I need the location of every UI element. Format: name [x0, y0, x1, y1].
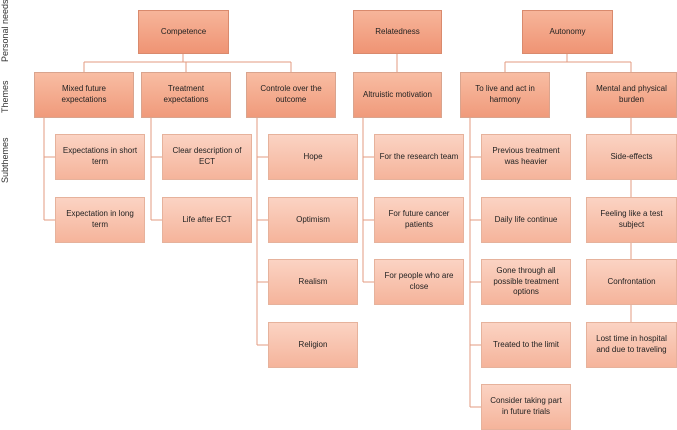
subtheme-box: Religion: [268, 322, 358, 368]
subtheme-box: Gone through all possible treatment opti…: [481, 259, 571, 305]
need-box: Autonomy: [522, 10, 613, 54]
theme-box: Mixed future expectations: [34, 72, 134, 118]
theme-box: To live and act in harmony: [460, 72, 550, 118]
label-themes: Themes: [0, 80, 10, 114]
need-box: Competence: [138, 10, 229, 54]
theme-box: Altruistic motivation: [353, 72, 442, 118]
subtheme-box: Consider taking part in future trials: [481, 384, 571, 430]
theme-box: Mental and physical burden: [586, 72, 677, 118]
subtheme-box: Previous treatment was heavier: [481, 134, 571, 180]
subtheme-box: Confrontation: [586, 259, 677, 305]
subtheme-box: Side-effects: [586, 134, 677, 180]
subtheme-box: Realism: [268, 259, 358, 305]
theme-box: Controle over the outcome: [246, 72, 336, 118]
label-personal-needs: Personal needs: [0, 0, 10, 62]
subtheme-box: Optimism: [268, 197, 358, 243]
subtheme-box: For people who are close: [374, 259, 464, 305]
subtheme-box: Expectations in short term: [55, 134, 145, 180]
subtheme-box: For future cancer patients: [374, 197, 464, 243]
subtheme-box: Life after ECT: [162, 197, 252, 243]
subtheme-box: For the research team: [374, 134, 464, 180]
label-subthemes: Subthemes: [0, 137, 10, 183]
subtheme-box: Hope: [268, 134, 358, 180]
subtheme-box: Clear description of ECT: [162, 134, 252, 180]
subtheme-box: Feeling like a test subject: [586, 197, 677, 243]
subtheme-box: Expectation in long term: [55, 197, 145, 243]
theme-box: Treatment expectations: [141, 72, 231, 118]
subtheme-box: Lost time in hospital and due to traveli…: [586, 322, 677, 368]
subtheme-box: Treated to the limit: [481, 322, 571, 368]
need-box: Relatedness: [353, 10, 442, 54]
subtheme-box: Daily life continue: [481, 197, 571, 243]
